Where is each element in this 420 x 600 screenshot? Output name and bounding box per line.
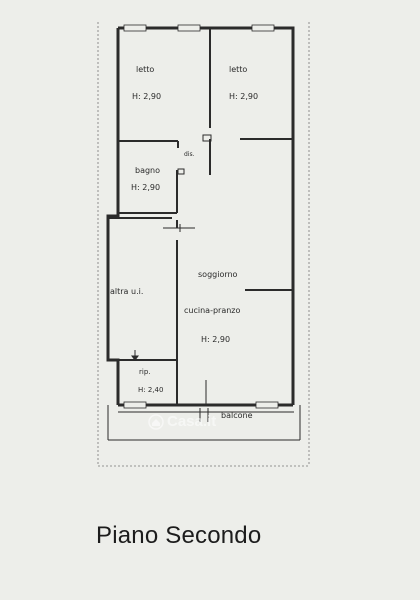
room-label-bagno: bagno (135, 166, 161, 175)
room-label-letto-right: letto (229, 65, 248, 74)
windows (123, 24, 279, 409)
room-label-altra: altra u.i. (110, 287, 144, 296)
interior-walls (108, 28, 293, 405)
room-label-rip: rip. (139, 368, 151, 376)
room-label-letto-left: letto (136, 65, 155, 74)
dashed-boundary (97, 22, 310, 467)
room-height-letto-left: H: 2,90 (132, 92, 162, 101)
room-height-rip: H: 2,40 (138, 386, 164, 394)
room-label-cucina: cucina-pranzo (184, 306, 241, 315)
outer-walls (106, 26, 295, 407)
room-height-soggiorno: H: 2,90 (201, 335, 231, 344)
room-label-balcone: balcone (221, 411, 253, 420)
arrow-icon (131, 350, 139, 361)
watermark: Casa.it (167, 413, 217, 430)
door-marks (163, 134, 222, 405)
balcony (107, 405, 301, 441)
house-logo-icon (148, 414, 164, 430)
room-label-soggiorno: soggiorno (198, 270, 238, 279)
room-height-bagno: H: 2,90 (131, 183, 161, 192)
room-label-dis: dis. (184, 151, 195, 158)
room-height-letto-right: H: 2,90 (229, 92, 259, 101)
page-title: Piano Secondo (96, 522, 262, 549)
